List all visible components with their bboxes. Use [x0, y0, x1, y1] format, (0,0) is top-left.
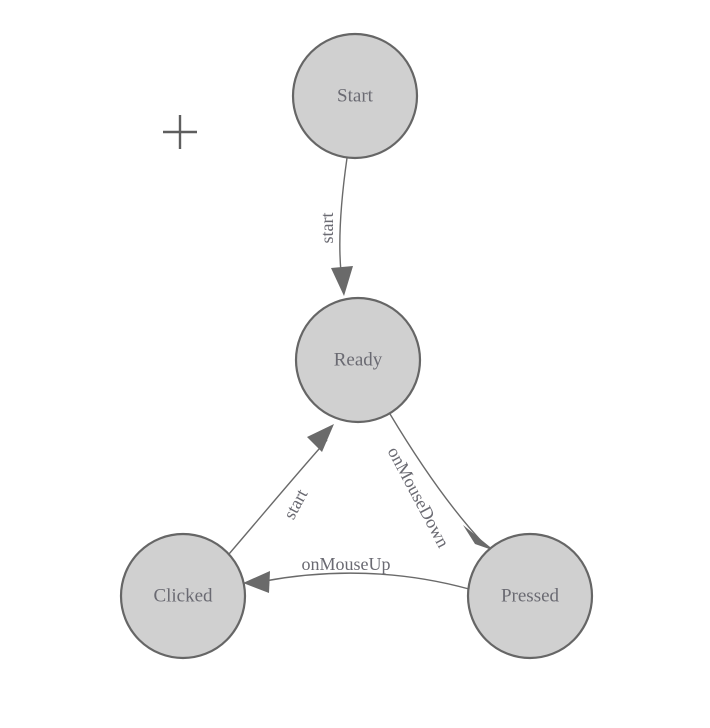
node-clicked-label: Clicked: [153, 585, 213, 606]
node-pressed-circle: [466, 532, 594, 660]
node-clicked-circle: [119, 532, 247, 660]
node-start-label: Start: [337, 85, 374, 106]
arrowhead-start-to-ready: [331, 266, 353, 296]
node-start-circle: [291, 32, 419, 160]
node-ready-circle: [294, 296, 422, 424]
edge-path-ready-to-pressed: [389, 413, 485, 545]
node-group: Start Ready Clicked Pressed: [119, 32, 594, 660]
arrowhead-ready-to-pressed: [463, 525, 495, 551]
edge-ready-to-pressed[interactable]: [389, 413, 495, 551]
crosshair-icon: [163, 115, 197, 149]
edge-label-clicked-to-ready: start: [279, 486, 311, 523]
edge-path-start-to-ready: [339, 157, 348, 273]
edge-clicked-to-ready[interactable]: [228, 424, 334, 555]
edge-label-pressed-to-clicked: onMouseUp: [302, 554, 391, 574]
node-ready[interactable]: Ready: [294, 296, 422, 424]
node-start[interactable]: Start: [291, 32, 419, 160]
node-pressed[interactable]: Pressed: [466, 532, 594, 660]
edge-label-start-to-ready: start: [317, 213, 337, 244]
node-clicked[interactable]: Clicked: [119, 532, 247, 660]
edge-group: [228, 157, 495, 593]
arrowhead-pressed-to-clicked: [243, 571, 270, 593]
arrowhead-clicked-to-ready: [307, 424, 334, 452]
edge-start-to-ready[interactable]: [331, 157, 353, 296]
edge-path-clicked-to-ready: [228, 439, 328, 555]
edge-path-pressed-to-clicked: [264, 572, 470, 590]
edge-pressed-to-clicked[interactable]: [243, 571, 470, 593]
node-pressed-label: Pressed: [501, 585, 560, 606]
node-ready-label: Ready: [334, 349, 383, 370]
